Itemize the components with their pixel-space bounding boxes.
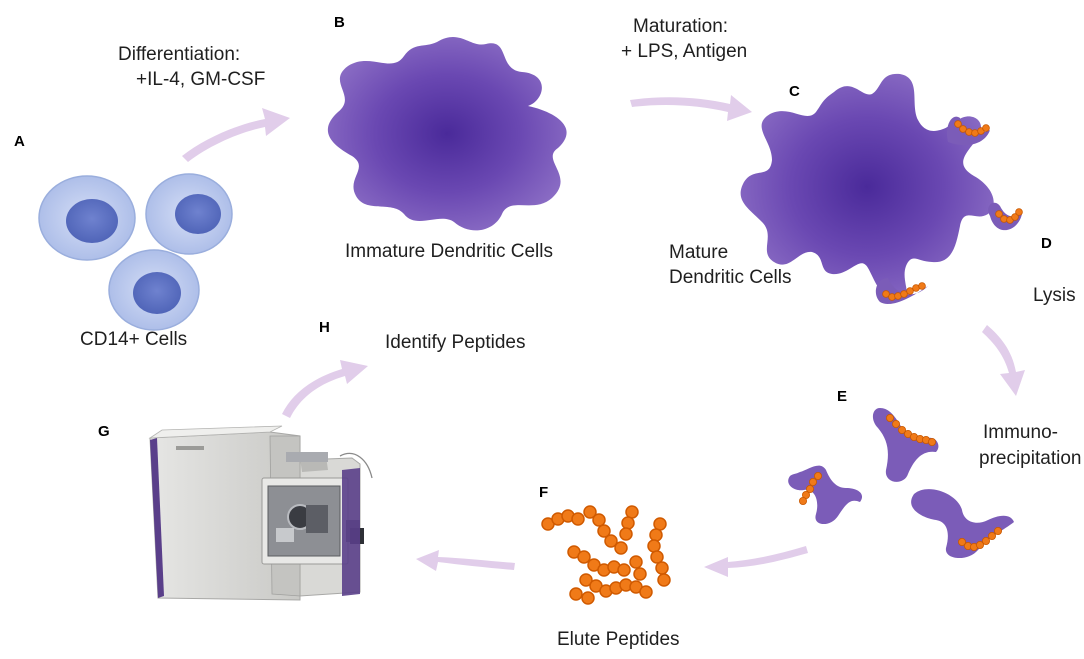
- monocyte-cells: [38, 173, 233, 331]
- cd14-cells-label: CD14+ Cells: [80, 329, 187, 350]
- step-letter-c: C: [789, 83, 800, 100]
- mature-dc-label-line2: Dendritic Cells: [669, 267, 791, 288]
- immunoprecipitation-label-line2: precipitation: [979, 448, 1081, 469]
- maturation-factors-label: + LPS, Antigen: [621, 41, 747, 62]
- arrow-elute: [704, 546, 808, 577]
- immature-dc-label: Immature Dendritic Cells: [345, 241, 553, 262]
- immunoprecipitation-label-line1: Immuno-: [983, 422, 1058, 443]
- step-letter-b: B: [334, 14, 345, 31]
- mature-dendritic-cell: [740, 73, 1023, 305]
- maturation-label: Maturation:: [633, 16, 728, 37]
- arrow-differentiation: [182, 108, 290, 162]
- identify-peptides-label: Identify Peptides: [385, 332, 525, 353]
- eluted-peptides: [541, 505, 671, 605]
- immunoprecipitation-complexes: [788, 408, 1014, 559]
- mass-spectrometer: [148, 425, 373, 601]
- immature-dendritic-cell: [327, 36, 567, 231]
- elute-peptides-label: Elute Peptides: [557, 629, 680, 650]
- arrow-to-ms: [416, 550, 515, 571]
- lysis-label: Lysis: [1033, 285, 1076, 306]
- step-letter-g: G: [98, 423, 110, 440]
- step-letter-f: F: [539, 484, 548, 501]
- step-letter-h: H: [319, 319, 330, 336]
- arrow-identify: [282, 360, 368, 418]
- step-letter-e: E: [837, 388, 847, 405]
- step-letter-d: D: [1041, 235, 1052, 252]
- differentiation-label: Differentiation:: [118, 44, 240, 65]
- step-letter-a: A: [14, 133, 25, 150]
- arrow-maturation: [630, 95, 752, 121]
- arrow-lysis: [982, 325, 1025, 396]
- differentiation-factors-label: +IL-4, GM-CSF: [136, 69, 265, 90]
- mature-dc-label-line1: Mature: [669, 242, 728, 263]
